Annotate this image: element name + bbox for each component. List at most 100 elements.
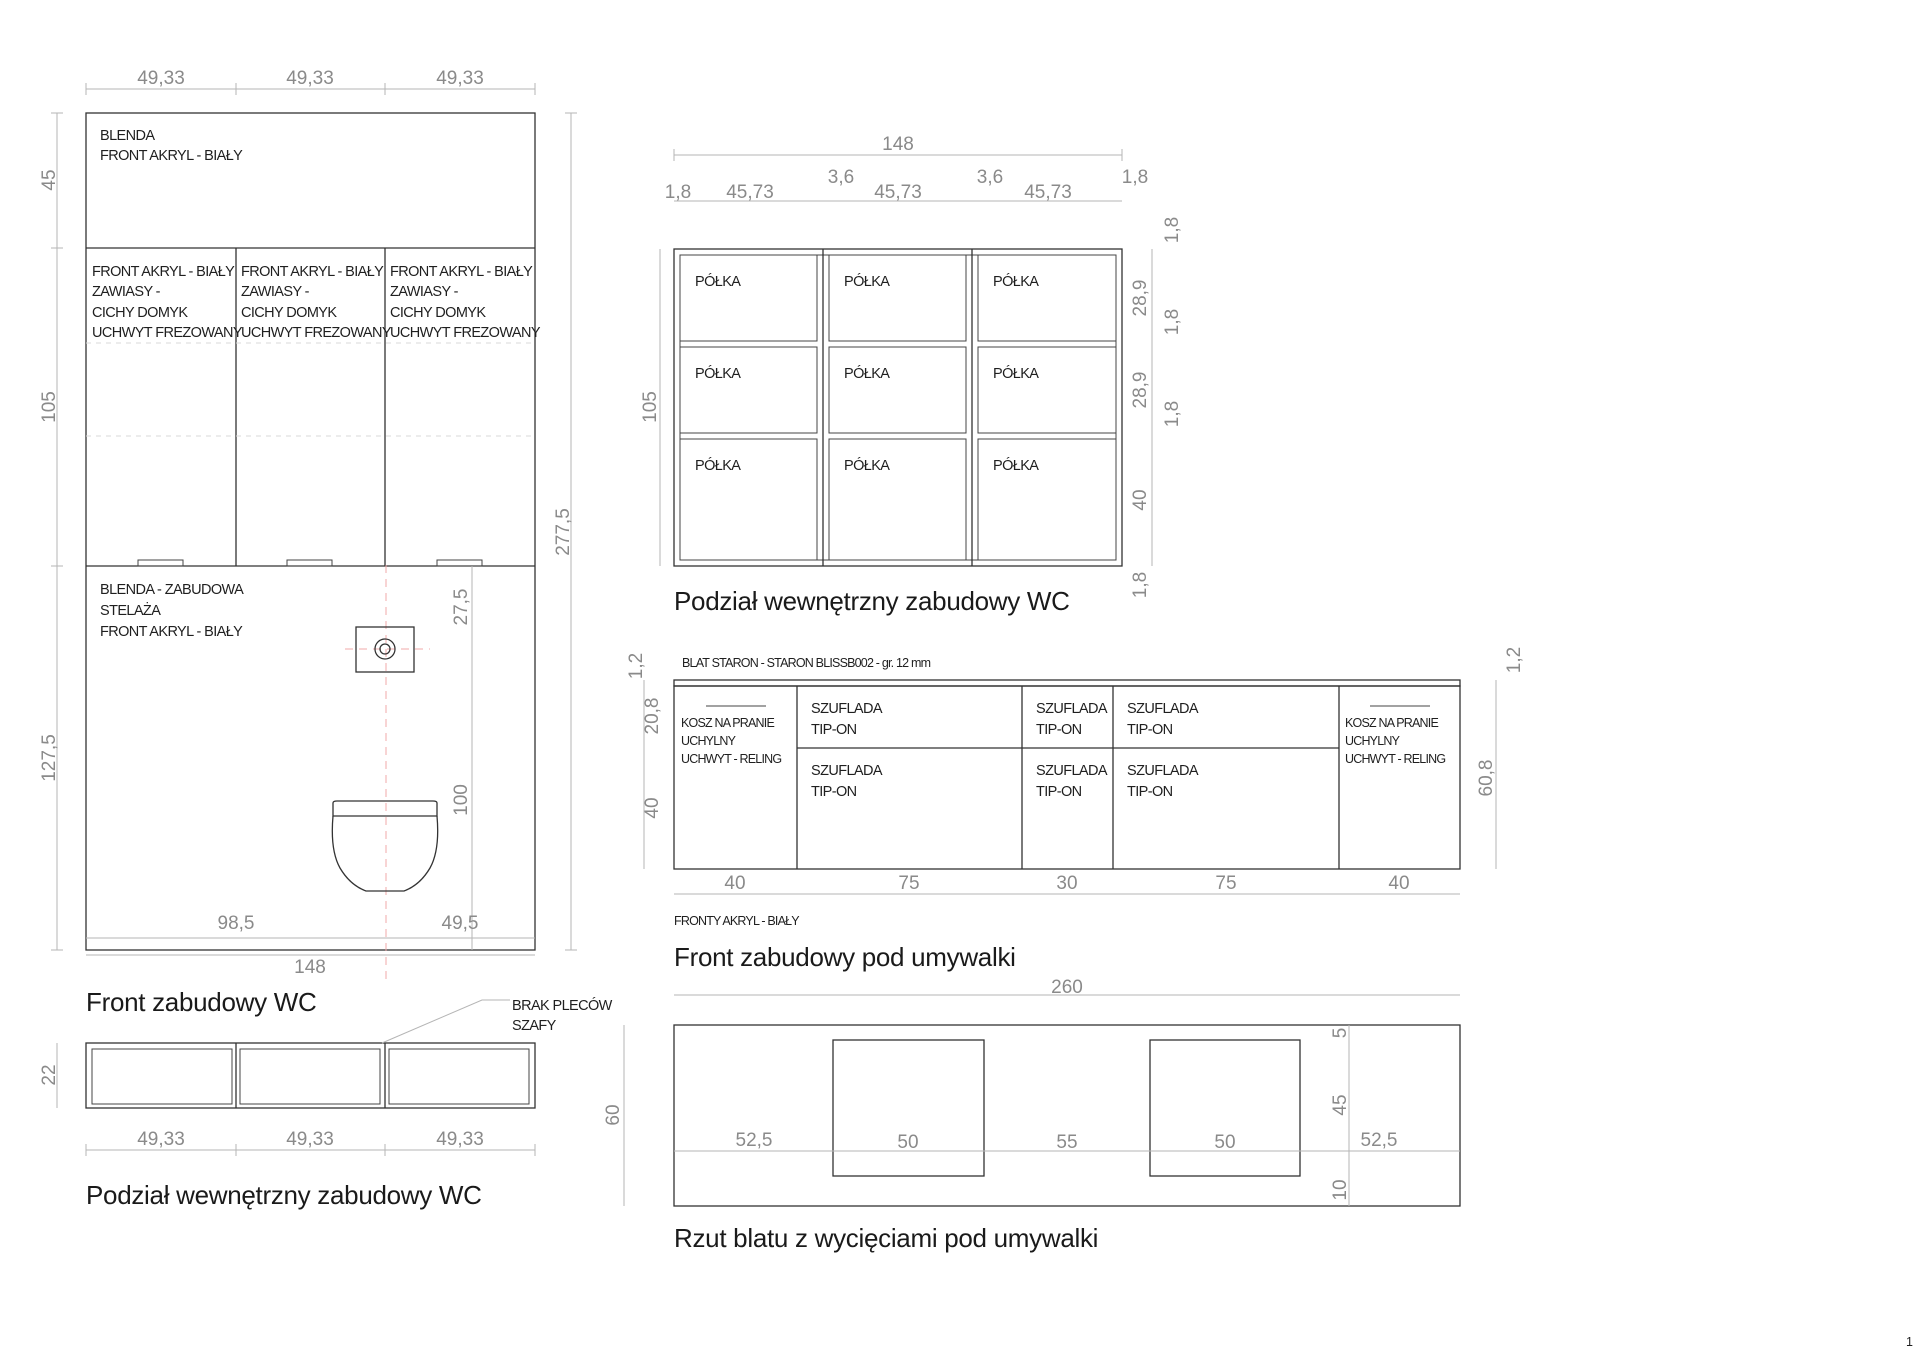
shelves-right-dim-2: 28,9 <box>1130 280 1151 317</box>
door-label-2: FRONT AKRYL - BIAŁY ZAWIASY - CICHY DOMY… <box>241 264 392 341</box>
wc-right-dim-277-5: 277,5 <box>553 508 574 556</box>
countertop-total-dim: 260 <box>1051 977 1083 998</box>
drawer-label: SZUFLADA TIP-ON <box>1127 763 1199 800</box>
svg-text:UCHWYT FREZOWANY: UCHWYT FREZOWANY <box>92 325 243 341</box>
door-label-1: FRONT AKRYL - BIAŁY ZAWIASY - CICHY DOMY… <box>92 264 243 341</box>
svg-text:TIP-ON: TIP-ON <box>1127 722 1173 738</box>
svg-text:ZAWIASY -: ZAWIASY - <box>241 284 310 300</box>
vanity-left-dim-1-2: 1,2 <box>626 653 647 679</box>
countertop-h-dim-5: 52,5 <box>1361 1130 1398 1151</box>
shelves-right-dim-4: 28,9 <box>1130 372 1151 409</box>
countertop-left-dim-60: 60 <box>603 1104 624 1125</box>
shelves-dim-4: 45,73 <box>874 182 922 203</box>
shelf-label: PÓŁKA <box>695 457 741 474</box>
svg-text:TIP-ON: TIP-ON <box>1127 784 1173 800</box>
vanity-title: Front zabudowy pod umywalki <box>674 942 1016 972</box>
countertop-plan-view: 260 52,5 50 55 50 52,5 60 5 45 10 Rzut b… <box>603 977 1461 1253</box>
no-back-note-1: BRAK PLECÓW <box>512 997 613 1014</box>
svg-text:CICHY DOMYK: CICHY DOMYK <box>241 305 337 321</box>
wc-left-dim-127-5: 127,5 <box>39 734 60 782</box>
svg-text:ZAWIASY -: ZAWIASY - <box>390 284 459 300</box>
vanity-left-dim-40: 40 <box>642 797 663 818</box>
svg-text:SZUFLADA: SZUFLADA <box>811 763 883 779</box>
drawer-label: SZUFLADA TIP-ON <box>811 763 883 800</box>
shelves-internal-view: 148 1,8 45,73 3,6 45,73 3,6 45,73 1,8 10… <box>640 134 1183 616</box>
vanity-right-dim-60-8: 60,8 <box>1476 760 1497 797</box>
laundry-basket-left: KOSZ NA PRANIE UCHYLNY UCHWYT - RELING <box>681 716 782 766</box>
countertop-v-dim-5: 5 <box>1330 1028 1351 1039</box>
wc-top-dim-2: 49,33 <box>286 68 334 89</box>
svg-text:SZUFLADA: SZUFLADA <box>1127 701 1199 717</box>
drawer-label: SZUFLADA TIP-ON <box>1127 701 1199 738</box>
svg-text:UCHYLNY: UCHYLNY <box>1345 734 1401 748</box>
fronts-material-note: FRONTY AKRYL - BIAŁY <box>674 914 800 928</box>
flush-button-icon <box>355 626 415 673</box>
vanity-bottom-dim-3: 30 <box>1056 873 1077 894</box>
svg-text:UCHWYT - RELING: UCHWYT - RELING <box>681 752 781 766</box>
toilet-icon <box>331 800 439 892</box>
svg-text:TIP-ON: TIP-ON <box>811 784 857 800</box>
shelf-label: PÓŁKA <box>993 457 1039 474</box>
svg-text:CICHY DOMYK: CICHY DOMYK <box>92 305 188 321</box>
wc-plan-view: BRAK PLECÓW SZAFY 22 49,33 49,33 49,33 P… <box>39 997 613 1210</box>
svg-text:SZUFLADA: SZUFLADA <box>1127 763 1199 779</box>
shelves-left-dim: 105 <box>640 391 661 423</box>
wc-dim-27-5: 27,5 <box>451 589 472 626</box>
svg-text:FRONT AKRYL - BIAŁY: FRONT AKRYL - BIAŁY <box>241 264 384 280</box>
blenda-top-label-1: BLENDA <box>100 128 155 144</box>
wc-top-dim-3: 49,33 <box>436 68 484 89</box>
svg-text:FRONT AKRYL - BIAŁY: FRONT AKRYL - BIAŁY <box>92 264 235 280</box>
shelves-dim-2: 45,73 <box>726 182 774 203</box>
shelf-label: PÓŁKA <box>844 365 890 382</box>
wc-dim-148: 148 <box>294 957 326 978</box>
shelves-dim-7: 1,8 <box>1122 167 1148 188</box>
shelves-title: Podział wewnętrzny zabudowy WC <box>674 586 1070 616</box>
svg-text:CICHY DOMYK: CICHY DOMYK <box>390 305 486 321</box>
vanity-right-dim-1-2: 1,2 <box>1504 647 1525 673</box>
svg-text:SZUFLADA: SZUFLADA <box>1036 763 1108 779</box>
shelf-label: PÓŁKA <box>695 273 741 290</box>
door-label-3: FRONT AKRYL - BIAŁY ZAWIASY - CICHY DOMY… <box>390 264 541 341</box>
plan-bottom-dim-3: 49,33 <box>436 1129 484 1150</box>
svg-text:UCHWYT FREZOWANY: UCHWYT FREZOWANY <box>390 325 541 341</box>
shelves-dim-1: 1,8 <box>665 182 691 203</box>
blenda-top-label-2: FRONT AKRYL - BIAŁY <box>100 148 243 164</box>
wc-left-dim-45: 45 <box>39 169 60 190</box>
svg-text:UCHWYT - RELING: UCHWYT - RELING <box>1345 752 1445 766</box>
vanity-left-dim-20-8: 20,8 <box>642 698 663 735</box>
shelves-total-dim: 148 <box>882 134 914 155</box>
blenda-bottom-label-1: BLENDA - ZABUDOWA <box>100 582 244 598</box>
wc-dim-49-5: 49,5 <box>442 913 479 934</box>
plan-bottom-dim-2: 49,33 <box>286 1129 334 1150</box>
countertop-h-dim-4: 50 <box>1214 1132 1235 1153</box>
drawer-label: SZUFLADA TIP-ON <box>1036 701 1108 738</box>
shelves-dim-3: 3,6 <box>828 167 854 188</box>
svg-text:TIP-ON: TIP-ON <box>1036 784 1082 800</box>
shelves-right-dim-3: 1,8 <box>1162 309 1183 335</box>
svg-text:ZAWIASY -: ZAWIASY - <box>92 284 161 300</box>
drawer-label: SZUFLADA TIP-ON <box>1036 763 1108 800</box>
page-number: 1 <box>1906 1335 1913 1349</box>
countertop-title: Rzut blatu z wycięciami pod umywalki <box>674 1223 1098 1253</box>
shelves-right-dim-7: 1,8 <box>1130 572 1151 598</box>
shelf-label: PÓŁKA <box>993 273 1039 290</box>
shelf-label: PÓŁKA <box>695 365 741 382</box>
svg-text:FRONT AKRYL - BIAŁY: FRONT AKRYL - BIAŁY <box>390 264 533 280</box>
svg-text:KOSZ NA PRANIE: KOSZ NA PRANIE <box>681 716 774 730</box>
svg-text:UCHWYT FREZOWANY: UCHWYT FREZOWANY <box>241 325 392 341</box>
wc-dim-98-5: 98,5 <box>218 913 255 934</box>
shelves-right-dim-5: 1,8 <box>1162 401 1183 427</box>
shelf-label: PÓŁKA <box>993 365 1039 382</box>
wc-plan-title: Podział wewnętrzny zabudowy WC <box>86 1180 482 1210</box>
countertop-h-dim-2: 50 <box>897 1132 918 1153</box>
countertop-h-dim-3: 55 <box>1056 1132 1077 1153</box>
svg-text:SZUFLADA: SZUFLADA <box>1036 701 1108 717</box>
blenda-bottom-label-3: FRONT AKRYL - BIAŁY <box>100 624 243 640</box>
wc-top-dim-1: 49,33 <box>137 68 185 89</box>
vanity-bottom-dim-2: 75 <box>898 873 919 894</box>
countertop-v-dim-45: 45 <box>1330 1094 1351 1115</box>
svg-text:UCHYLNY: UCHYLNY <box>681 734 737 748</box>
shelves-dim-6: 45,73 <box>1024 182 1072 203</box>
svg-text:SZUFLADA: SZUFLADA <box>811 701 883 717</box>
